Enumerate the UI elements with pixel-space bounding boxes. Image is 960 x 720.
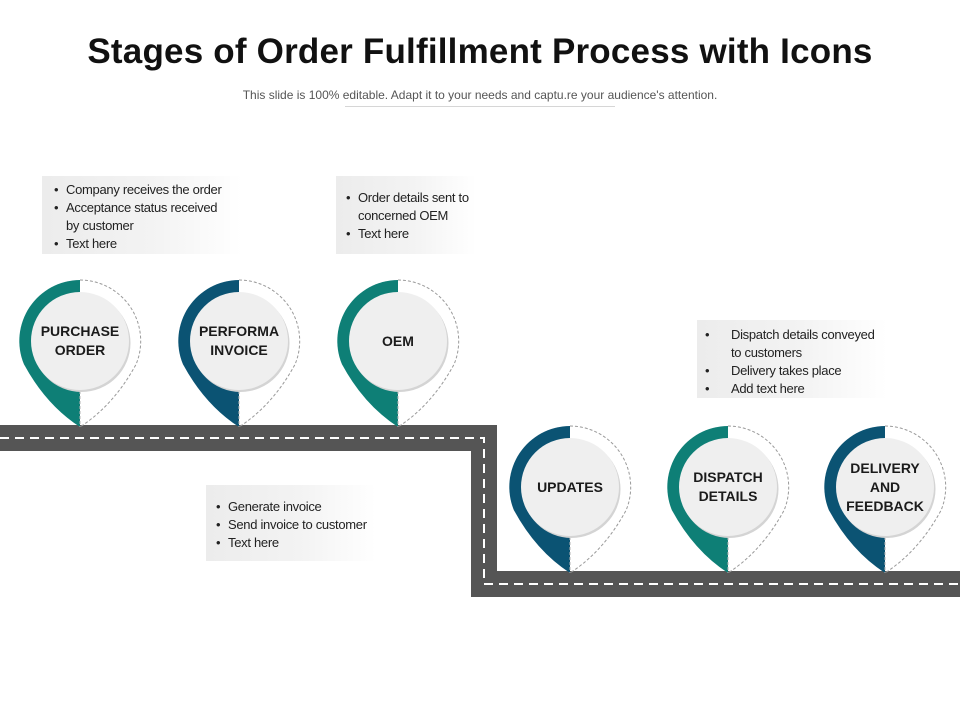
pin-inner-circle <box>521 438 619 536</box>
stage-delivery-feedback: DELIVERY AND FEEDBACK <box>823 425 947 574</box>
road-surface <box>0 425 960 597</box>
note-item: Company receives the order <box>52 181 228 199</box>
stage-dispatch-details: DISPATCH DETAILS <box>666 425 790 574</box>
pin-half-outline <box>79 279 142 428</box>
note-purchase-order: Company receives the order Acceptance st… <box>42 176 242 254</box>
stage-purchase-order: PURCHASE ORDER <box>18 279 142 428</box>
pin-inner-circle <box>190 292 288 390</box>
stage-label: DISPATCH DETAILS <box>693 469 763 504</box>
stage-label: OEM <box>382 332 414 349</box>
stage-performa-invoice: PERFORMA INVOICE <box>177 279 301 428</box>
pin-inner-circle <box>349 292 447 390</box>
note-item: Order details sent to concerned OEM <box>344 189 470 225</box>
pin-half-outline <box>569 425 632 574</box>
slide-title: Stages of Order Fulfillment Process with… <box>87 32 873 71</box>
note-item: Text here <box>344 225 470 243</box>
stage-label: DELIVERY AND FEEDBACK <box>846 459 924 514</box>
note-item: Acceptance status received by customer <box>52 199 228 235</box>
location-pin-icon <box>824 425 947 574</box>
subtitle-divider <box>345 106 615 107</box>
stage-label: UPDATES <box>537 478 603 495</box>
note-item: Text here <box>52 235 228 253</box>
note-oem: Order details sent to concerned OEM Text… <box>336 176 476 254</box>
stage-label: PURCHASE ORDER <box>40 323 120 358</box>
location-pin-icon <box>509 425 632 574</box>
note-item: Send invoice to customer <box>214 516 372 534</box>
pin-half-outline <box>397 279 460 428</box>
note-item: Dispatch details conveyed to customers <box>697 326 881 362</box>
stage-oem: OEM <box>336 279 460 428</box>
pin-half-outline <box>238 279 301 428</box>
note-item: Delivery takes place <box>697 362 881 380</box>
note-item: Generate invoice <box>214 498 372 516</box>
note-item: Text here <box>214 534 372 552</box>
pin-inner-circle <box>679 438 777 536</box>
pin-inner-circle <box>836 438 934 536</box>
note-invoice: Generate invoice Send invoice to custome… <box>206 485 376 561</box>
location-pin-icon <box>337 279 460 428</box>
road-lane-dashes <box>0 437 960 585</box>
location-pin-icon <box>19 279 142 428</box>
location-pin-icon <box>667 425 790 574</box>
pin-inner-circle <box>31 292 129 390</box>
stage-label: PERFORMA INVOICE <box>198 323 280 358</box>
pin-half-outline <box>884 425 947 574</box>
stage-updates: UPDATES <box>508 425 632 574</box>
location-pin-icon <box>178 279 301 428</box>
slide-subtitle: This slide is 100% editable. Adapt it to… <box>242 88 718 102</box>
note-dispatch: Dispatch details conveyed to customers D… <box>697 320 887 398</box>
note-item: Add text here <box>697 380 881 398</box>
pin-half-outline <box>727 425 790 574</box>
